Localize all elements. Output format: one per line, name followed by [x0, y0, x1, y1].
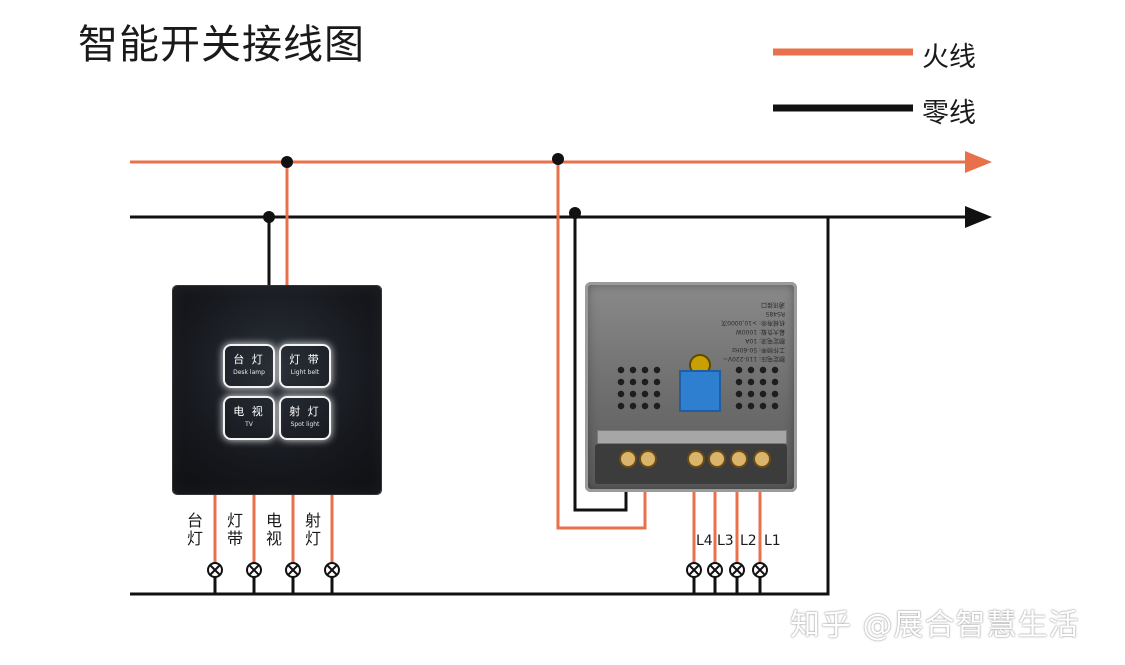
junction-dot	[263, 211, 275, 223]
lamp-icon	[246, 562, 262, 578]
diagram-title: 智能开关接线图	[78, 22, 365, 68]
lamp-icon	[686, 562, 702, 578]
lamp-icon	[707, 562, 723, 578]
neutral-return	[130, 217, 830, 596]
module-output-label: L2	[740, 533, 757, 549]
panel-output-label: 台灯	[186, 511, 203, 548]
junction-dot	[552, 153, 564, 165]
terminal-screw-icon	[730, 450, 748, 468]
key-label-en: Desk lamp	[233, 369, 265, 376]
module-spec-text: 额定电压: 110-220V~ 工作频率: 50-60Hz 额定电流: 10A …	[721, 301, 785, 362]
terminal-screw-icon	[639, 450, 657, 468]
hot-arrow	[965, 151, 992, 173]
key-label-zh: 射 灯	[289, 405, 321, 418]
neutral-arrow	[965, 206, 992, 228]
watermark: 知乎 @展合智慧生活	[790, 608, 1080, 643]
vent-holes	[733, 364, 781, 412]
module-output-label: L3	[717, 533, 734, 549]
legend-neutral-label: 零线	[922, 98, 976, 129]
lamp-icon	[285, 562, 301, 578]
module-output-label: L1	[764, 533, 781, 549]
terminal-screw-icon	[753, 450, 771, 468]
switch-key-desk-lamp[interactable]: 台 灯 Desk lamp	[223, 344, 275, 388]
vent-holes	[615, 364, 663, 412]
terminal-label-strip	[597, 430, 787, 444]
key-label-en: TV	[245, 421, 253, 428]
legend-hot-label: 火线	[922, 42, 976, 73]
lamp-icon	[752, 562, 768, 578]
key-label-en: Spot light	[290, 421, 320, 428]
terminal-screw-icon	[687, 450, 705, 468]
key-label-zh: 台 灯	[233, 353, 265, 366]
terminal-screw-icon	[619, 450, 637, 468]
panel-output-label: 灯带	[226, 511, 243, 548]
smart-switch-panel: 台 灯 Desk lamp 灯 带 Light belt 电 视 TV 射 灯 …	[173, 286, 381, 494]
panel-output-wires	[213, 494, 334, 594]
relay-module: 额定电压: 110-220V~ 工作频率: 50-60Hz 额定电流: 10A …	[585, 282, 797, 492]
module-output-label: L4	[696, 533, 713, 549]
lamp-icon	[729, 562, 745, 578]
terminal-screw-icon	[708, 450, 726, 468]
lamp-icon	[324, 562, 340, 578]
relay-block-icon	[679, 370, 721, 412]
panel-output-label: 射灯	[304, 511, 321, 548]
junction-dot	[281, 156, 293, 168]
junction-dot	[569, 207, 581, 219]
module-hot-feed	[556, 159, 647, 530]
key-label-zh: 灯 带	[289, 353, 321, 366]
key-label-zh: 电 视	[233, 405, 265, 418]
switch-key-tv[interactable]: 电 视 TV	[223, 396, 275, 440]
key-label-en: Light belt	[290, 369, 320, 376]
panel-output-label: 电视	[265, 511, 282, 548]
lamp-icon	[207, 562, 223, 578]
switch-key-light-belt[interactable]: 灯 带 Light belt	[279, 344, 331, 388]
switch-key-spot-light[interactable]: 射 灯 Spot light	[279, 396, 331, 440]
